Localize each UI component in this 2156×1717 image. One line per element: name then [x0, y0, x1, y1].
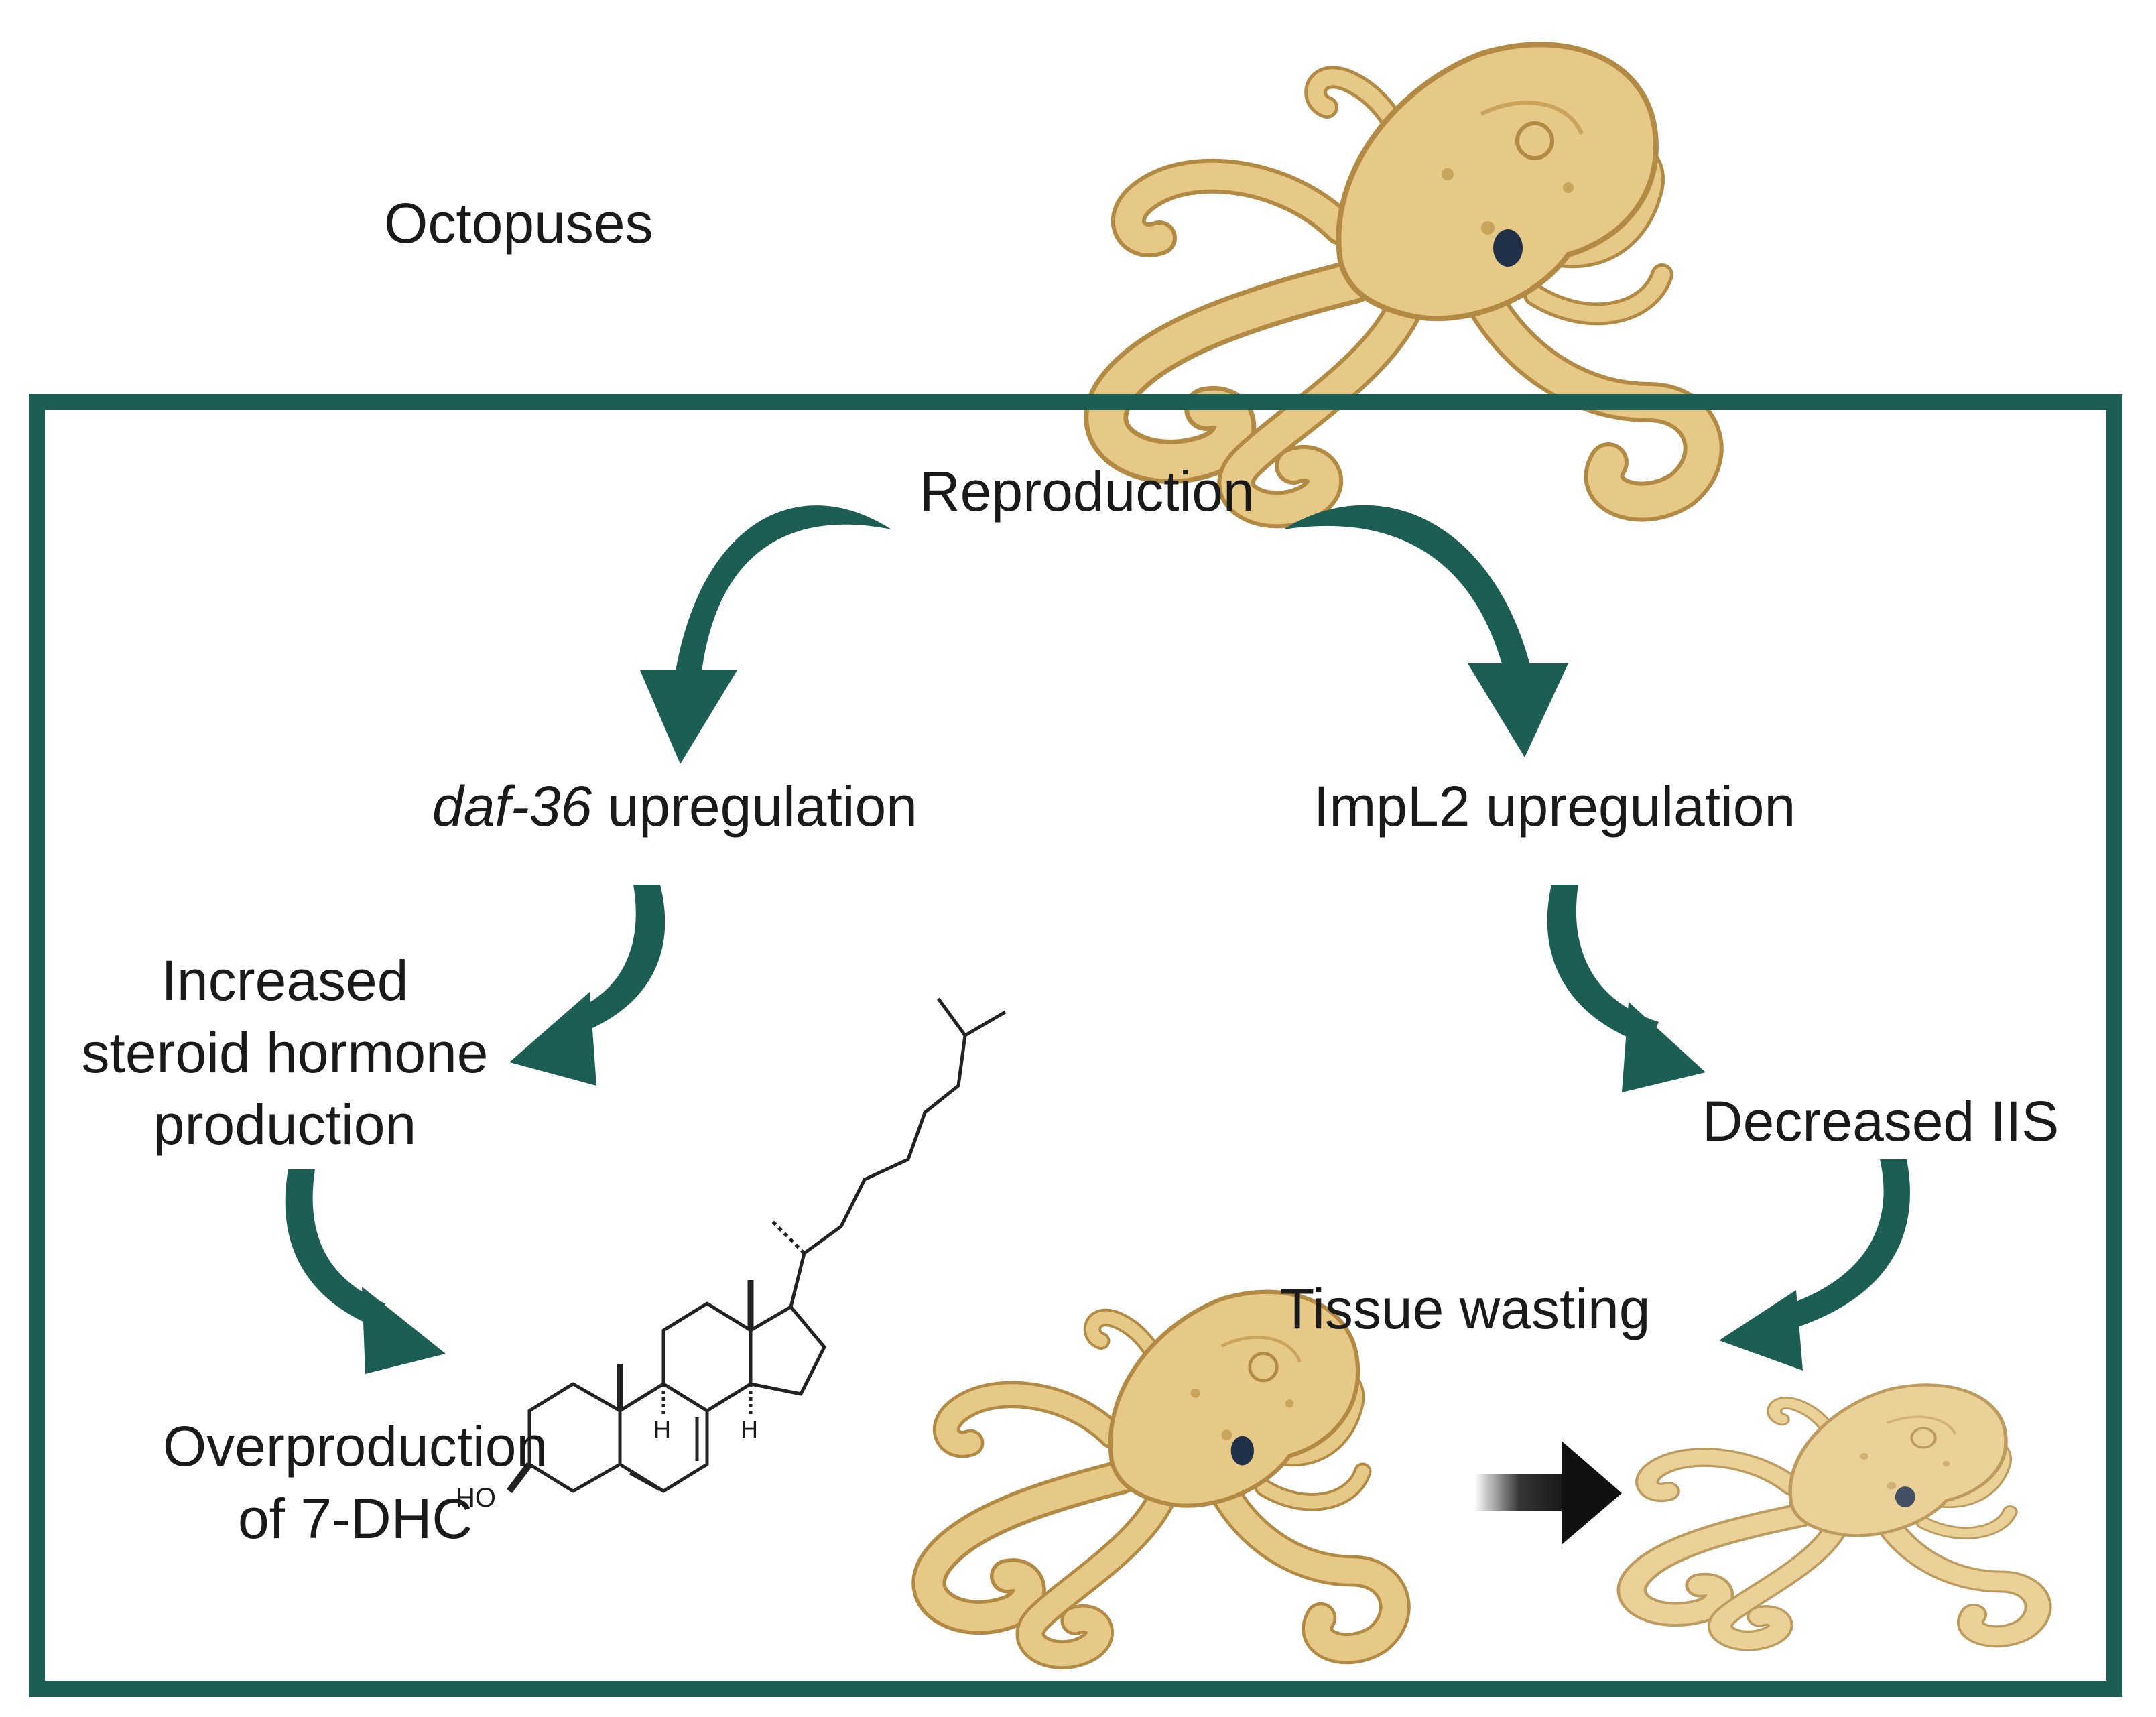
- impl2-upregulation-label: ImpL2 upregulation: [1314, 775, 1796, 838]
- arrowhead-tissue: [1719, 1290, 1803, 1371]
- arrow-reproduction-to-daf36: [674, 505, 891, 684]
- steroid-line-3: production: [153, 1093, 417, 1157]
- molecule-h-label-1: H: [653, 1415, 671, 1443]
- steroid-line-1: Increased: [161, 949, 409, 1012]
- arrow-daf36-to-steroid: [570, 885, 665, 1032]
- dhc-line-2: of 7-DHC: [237, 1486, 473, 1550]
- daf36-suffix: upregulation: [592, 775, 917, 838]
- daf36-gene-name: daf-36: [432, 775, 592, 838]
- arrowhead-daf36: [640, 670, 737, 764]
- octopus-healthy-illustration: [1106, 44, 1703, 509]
- species-label: Octopuses: [384, 192, 653, 255]
- arrow-impl2-to-iis: [1547, 885, 1659, 1045]
- molecule-ho-label: HO: [456, 1483, 496, 1513]
- reproduction-label: Reproduction: [920, 460, 1255, 523]
- tissue-wasting-label: Tissue wasting: [1280, 1277, 1651, 1340]
- arrowhead-steroid: [509, 992, 596, 1086]
- octopus-before-wasting-illustration: [929, 1292, 1395, 1655]
- steroid-line-2: steroid hormone: [81, 1021, 489, 1084]
- process-frame: [29, 394, 2122, 1697]
- arrowhead-dhc: [362, 1287, 446, 1374]
- molecule-h-label-2: H: [741, 1415, 758, 1443]
- arrowhead-iis: [1622, 1002, 1706, 1092]
- wasting-transition-arrow: [1474, 1441, 1622, 1545]
- dhc-line-1: Overproduction: [162, 1415, 548, 1478]
- decreased-iis-label: Decreased IIS: [1702, 1090, 2059, 1153]
- octopus-after-wasting-illustration: [1632, 1385, 2038, 1641]
- flow-arrows: [285, 505, 1910, 1374]
- arrow-reproduction-to-impl2: [1283, 505, 1531, 674]
- arrow-steroid-to-dhc: [285, 1169, 385, 1327]
- steroid-production-label: Increased steroid hormone production: [54, 945, 516, 1161]
- arrowhead-impl2: [1468, 663, 1568, 757]
- 7-dhc-molecule-structure: [507, 997, 1007, 1493]
- 7dhc-overproduction-label: Overproduction of 7-DHC: [134, 1411, 576, 1555]
- daf36-upregulation-label: daf-36 upregulation: [432, 771, 917, 843]
